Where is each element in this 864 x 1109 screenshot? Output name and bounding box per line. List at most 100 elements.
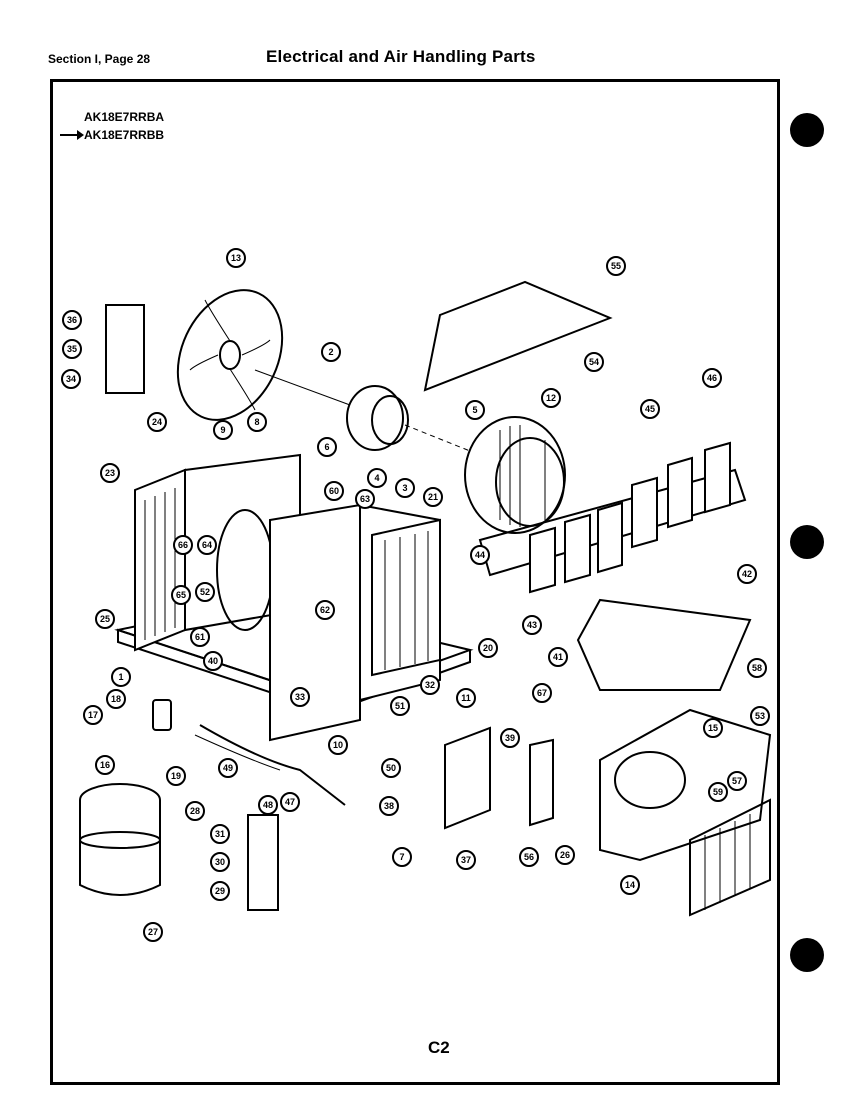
- callout-16: 16: [95, 755, 115, 775]
- callout-65: 65: [171, 585, 191, 605]
- svg-text:19: 19: [171, 771, 181, 781]
- evaporator-coil-drawing: [371, 518, 441, 677]
- svg-text:56: 56: [524, 852, 534, 862]
- scroll-drawing: [599, 708, 772, 862]
- callout-17: 17: [83, 705, 103, 725]
- svg-text:28: 28: [190, 806, 200, 816]
- callout-10: 10: [328, 735, 348, 755]
- punch-hole-icon: [790, 113, 824, 147]
- svg-text:44: 44: [475, 550, 485, 560]
- callout-60: 60: [324, 481, 344, 501]
- svg-text:14: 14: [625, 880, 635, 890]
- model-number-1: AK18E7RRBA: [84, 110, 165, 124]
- callout-50: 50: [381, 758, 401, 778]
- svg-text:50: 50: [386, 763, 396, 773]
- callout-34: 34: [61, 369, 81, 389]
- svg-text:5: 5: [472, 405, 477, 415]
- svg-text:33: 33: [295, 692, 305, 702]
- callout-43: 43: [522, 615, 542, 635]
- svg-text:45: 45: [645, 404, 655, 414]
- punch-hole-icon: [790, 938, 824, 972]
- svg-text:37: 37: [461, 855, 471, 865]
- svg-text:21: 21: [428, 492, 438, 502]
- callout-9: 9: [213, 420, 233, 440]
- callout-5: 5: [465, 400, 485, 420]
- callout-67: 67: [532, 683, 552, 703]
- callout-32: 32: [420, 675, 440, 695]
- grille-drawing: [689, 798, 771, 917]
- callout-24: 24: [147, 412, 167, 432]
- callout-42: 42: [737, 564, 757, 584]
- callout-56: 56: [519, 847, 539, 867]
- svg-text:10: 10: [333, 740, 343, 750]
- partition-drawing: [478, 441, 747, 594]
- callout-37: 37: [456, 850, 476, 870]
- callout-27: 27: [143, 922, 163, 942]
- callout-39: 39: [500, 728, 520, 748]
- svg-text:49: 49: [223, 763, 233, 773]
- callout-3: 3: [395, 478, 415, 498]
- blower-plate-drawing: [576, 598, 752, 691]
- svg-text:24: 24: [152, 417, 162, 427]
- callout-4: 4: [367, 468, 387, 488]
- svg-text:47: 47: [285, 797, 295, 807]
- svg-text:18: 18: [111, 694, 121, 704]
- svg-text:54: 54: [589, 357, 599, 367]
- svg-text:48: 48: [263, 800, 273, 810]
- callout-2: 2: [321, 342, 341, 362]
- svg-text:6: 6: [324, 442, 329, 452]
- callout-21: 21: [423, 487, 443, 507]
- svg-text:65: 65: [176, 590, 186, 600]
- svg-text:29: 29: [215, 886, 225, 896]
- callout-49: 49: [218, 758, 238, 778]
- callout-13: 13: [226, 248, 246, 268]
- callout-53: 53: [750, 706, 770, 726]
- svg-text:11: 11: [461, 693, 471, 703]
- callout-57: 57: [727, 771, 747, 791]
- svg-text:52: 52: [200, 587, 210, 597]
- callout-1: 1: [111, 667, 131, 687]
- svg-text:39: 39: [505, 733, 515, 743]
- callout-20: 20: [478, 638, 498, 658]
- svg-text:57: 57: [732, 776, 742, 786]
- callout-44: 44: [470, 545, 490, 565]
- callout-48: 48: [258, 795, 278, 815]
- callout-28: 28: [185, 801, 205, 821]
- callout-63: 63: [355, 489, 375, 509]
- section-page-label: Section I, Page 28: [48, 52, 151, 66]
- callout-25: 25: [95, 609, 115, 629]
- capacitor-drawing: [152, 699, 172, 731]
- svg-text:59: 59: [713, 787, 723, 797]
- callout-51: 51: [390, 696, 410, 716]
- callout-23: 23: [100, 463, 120, 483]
- callout-14: 14: [620, 875, 640, 895]
- svg-text:51: 51: [395, 701, 405, 711]
- svg-text:12: 12: [546, 393, 556, 403]
- callout-26: 26: [555, 845, 575, 865]
- svg-text:34: 34: [66, 374, 76, 384]
- callout-30: 30: [210, 852, 230, 872]
- page-title: Electrical and Air Handling Parts: [266, 47, 536, 66]
- callout-54: 54: [584, 352, 604, 372]
- callout-29: 29: [210, 881, 230, 901]
- callout-38: 38: [379, 796, 399, 816]
- callout-46: 46: [702, 368, 722, 388]
- diagram-frame: [50, 79, 780, 1085]
- svg-text:17: 17: [88, 710, 98, 720]
- callout-6: 6: [317, 437, 337, 457]
- callout-12: 12: [541, 388, 561, 408]
- callout-47: 47: [280, 792, 300, 812]
- blower-wheel-drawing: [464, 416, 566, 534]
- callout-36: 36: [62, 310, 82, 330]
- callout-15: 15: [703, 718, 723, 738]
- callout-55: 55: [606, 256, 626, 276]
- callout-35: 35: [62, 339, 82, 359]
- callout-61: 61: [190, 627, 210, 647]
- svg-text:7: 7: [399, 852, 404, 862]
- svg-text:3: 3: [402, 483, 407, 493]
- callout-41: 41: [548, 647, 568, 667]
- svg-text:61: 61: [195, 632, 205, 642]
- svg-text:46: 46: [707, 373, 717, 383]
- callout-52: 52: [195, 582, 215, 602]
- condenser-coil-drawing: [134, 468, 186, 652]
